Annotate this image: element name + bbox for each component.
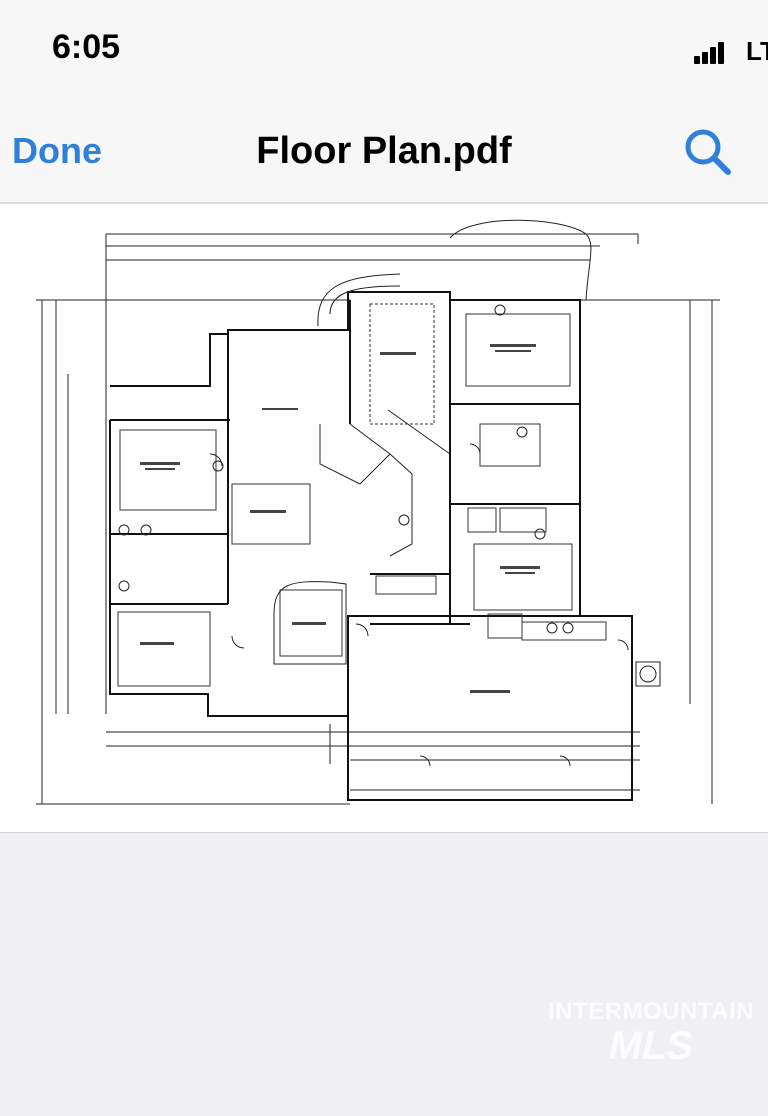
watermark-line-2: MLS: [608, 1024, 694, 1068]
navigation-bar: Done Floor Plan.pdf: [0, 100, 768, 204]
watermark-line-1: INTERMOUNTAIN: [547, 998, 755, 1025]
pdf-page[interactable]: [0, 204, 768, 833]
watermark-logo: INTERMOUNTAIN MLS: [538, 998, 764, 1069]
carrier-label: LTE: [746, 36, 768, 66]
document-title: Floor Plan.pdf: [256, 130, 512, 172]
floor-plan-drawing: [36, 219, 720, 805]
status-time: 6:05: [52, 28, 121, 66]
signal-bars-icon: [694, 40, 728, 64]
status-bar: 6:05 LTE: [0, 0, 768, 100]
done-button[interactable]: Done: [12, 130, 102, 171]
search-icon[interactable]: [682, 126, 734, 178]
document-viewer[interactable]: [0, 204, 768, 1036]
